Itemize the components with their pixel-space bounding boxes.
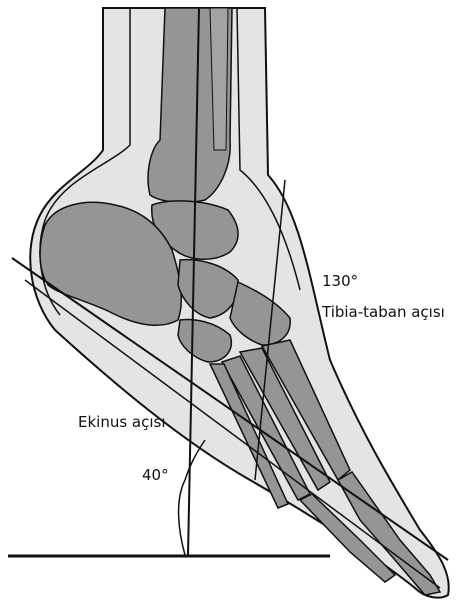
equinus-angle-value: 40° xyxy=(142,466,169,484)
equinus-pointer xyxy=(185,440,205,480)
tibia-sole-angle-label: Tibia-taban açısı xyxy=(322,303,445,321)
equinus-angle-label: Ekinus açısı xyxy=(78,413,166,431)
tibia-sole-angle-value: 130° xyxy=(322,272,358,290)
equinus-angle-arc xyxy=(179,480,185,555)
